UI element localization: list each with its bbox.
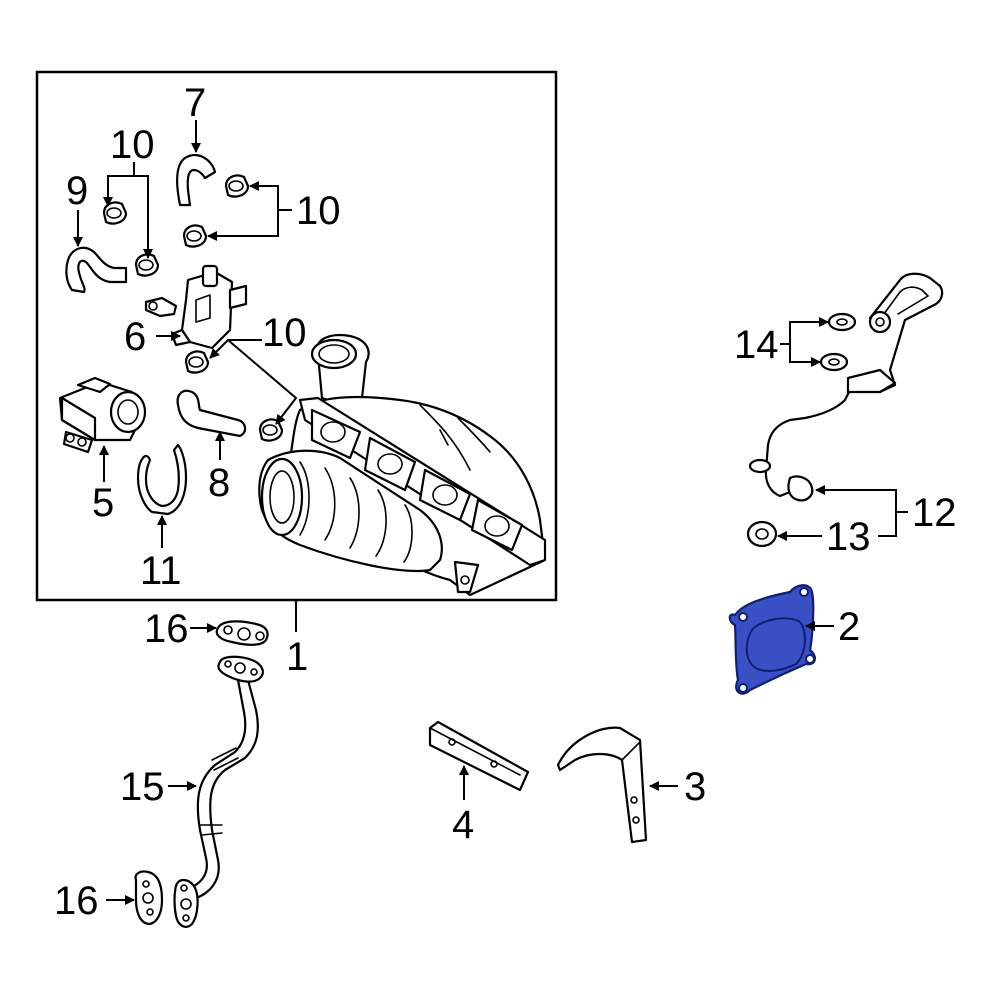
part-8-hose[interactable] xyxy=(176,389,247,438)
part-6-solenoid-valve[interactable] xyxy=(144,264,248,350)
callout-2: 2 xyxy=(838,605,860,649)
part-2-gasket-highlighted[interactable] xyxy=(728,584,816,695)
callout-labels: 7 10 9 10 6 10 5 8 11 14 12 13 16 1 2 15… xyxy=(54,81,957,923)
part-4-heat-shield[interactable] xyxy=(428,720,530,792)
callout-6: 6 xyxy=(124,315,146,359)
part-10-clamp-5[interactable] xyxy=(184,350,210,374)
callout-11: 11 xyxy=(140,549,182,593)
part-16-gasket-upper-2[interactable] xyxy=(217,655,264,683)
part-3-bracket[interactable] xyxy=(556,726,648,844)
part-11-seal[interactable] xyxy=(136,443,188,516)
callout-12: 12 xyxy=(912,491,957,535)
callout-10-middle: 10 xyxy=(262,311,307,355)
part-10-clamp-6[interactable] xyxy=(258,418,284,442)
callout-8: 8 xyxy=(208,461,230,505)
callout-7: 7 xyxy=(184,81,206,125)
part-10-clamp-2[interactable] xyxy=(134,253,160,277)
part-16-gasket-upper[interactable] xyxy=(215,620,269,646)
part-10-clamp-3[interactable] xyxy=(224,174,250,198)
part-14-washer-lower[interactable] xyxy=(819,352,849,372)
turbocharger-assembly[interactable] xyxy=(258,333,547,597)
part-16-gasket-lower-2[interactable] xyxy=(173,878,199,928)
callout-3: 3 xyxy=(684,765,706,809)
callout-15: 15 xyxy=(120,765,165,809)
part-15-oil-return-pipe[interactable] xyxy=(183,678,259,902)
part-9-hose[interactable] xyxy=(65,246,128,294)
callout-1: 1 xyxy=(286,635,308,679)
callout-4: 4 xyxy=(452,803,474,847)
callout-16-upper: 16 xyxy=(144,607,189,651)
part-13-washer[interactable] xyxy=(746,520,778,548)
leader-lines xyxy=(73,120,908,905)
part-7-hose[interactable] xyxy=(176,154,217,207)
part-16-gasket-lower[interactable] xyxy=(134,870,164,926)
callout-13: 13 xyxy=(826,515,871,559)
callout-14: 14 xyxy=(734,323,779,367)
part-14-washer-upper[interactable] xyxy=(827,312,857,332)
part-10-clamp-4[interactable] xyxy=(182,224,208,248)
callout-16-lower: 16 xyxy=(54,879,99,923)
callout-5: 5 xyxy=(92,481,114,525)
part-12-oil-line[interactable] xyxy=(748,272,944,502)
callout-9: 9 xyxy=(66,169,88,213)
part-5-diverter-valve[interactable] xyxy=(58,376,147,454)
callout-10-top-left: 10 xyxy=(110,123,155,167)
callout-10-top-right: 10 xyxy=(296,189,341,233)
